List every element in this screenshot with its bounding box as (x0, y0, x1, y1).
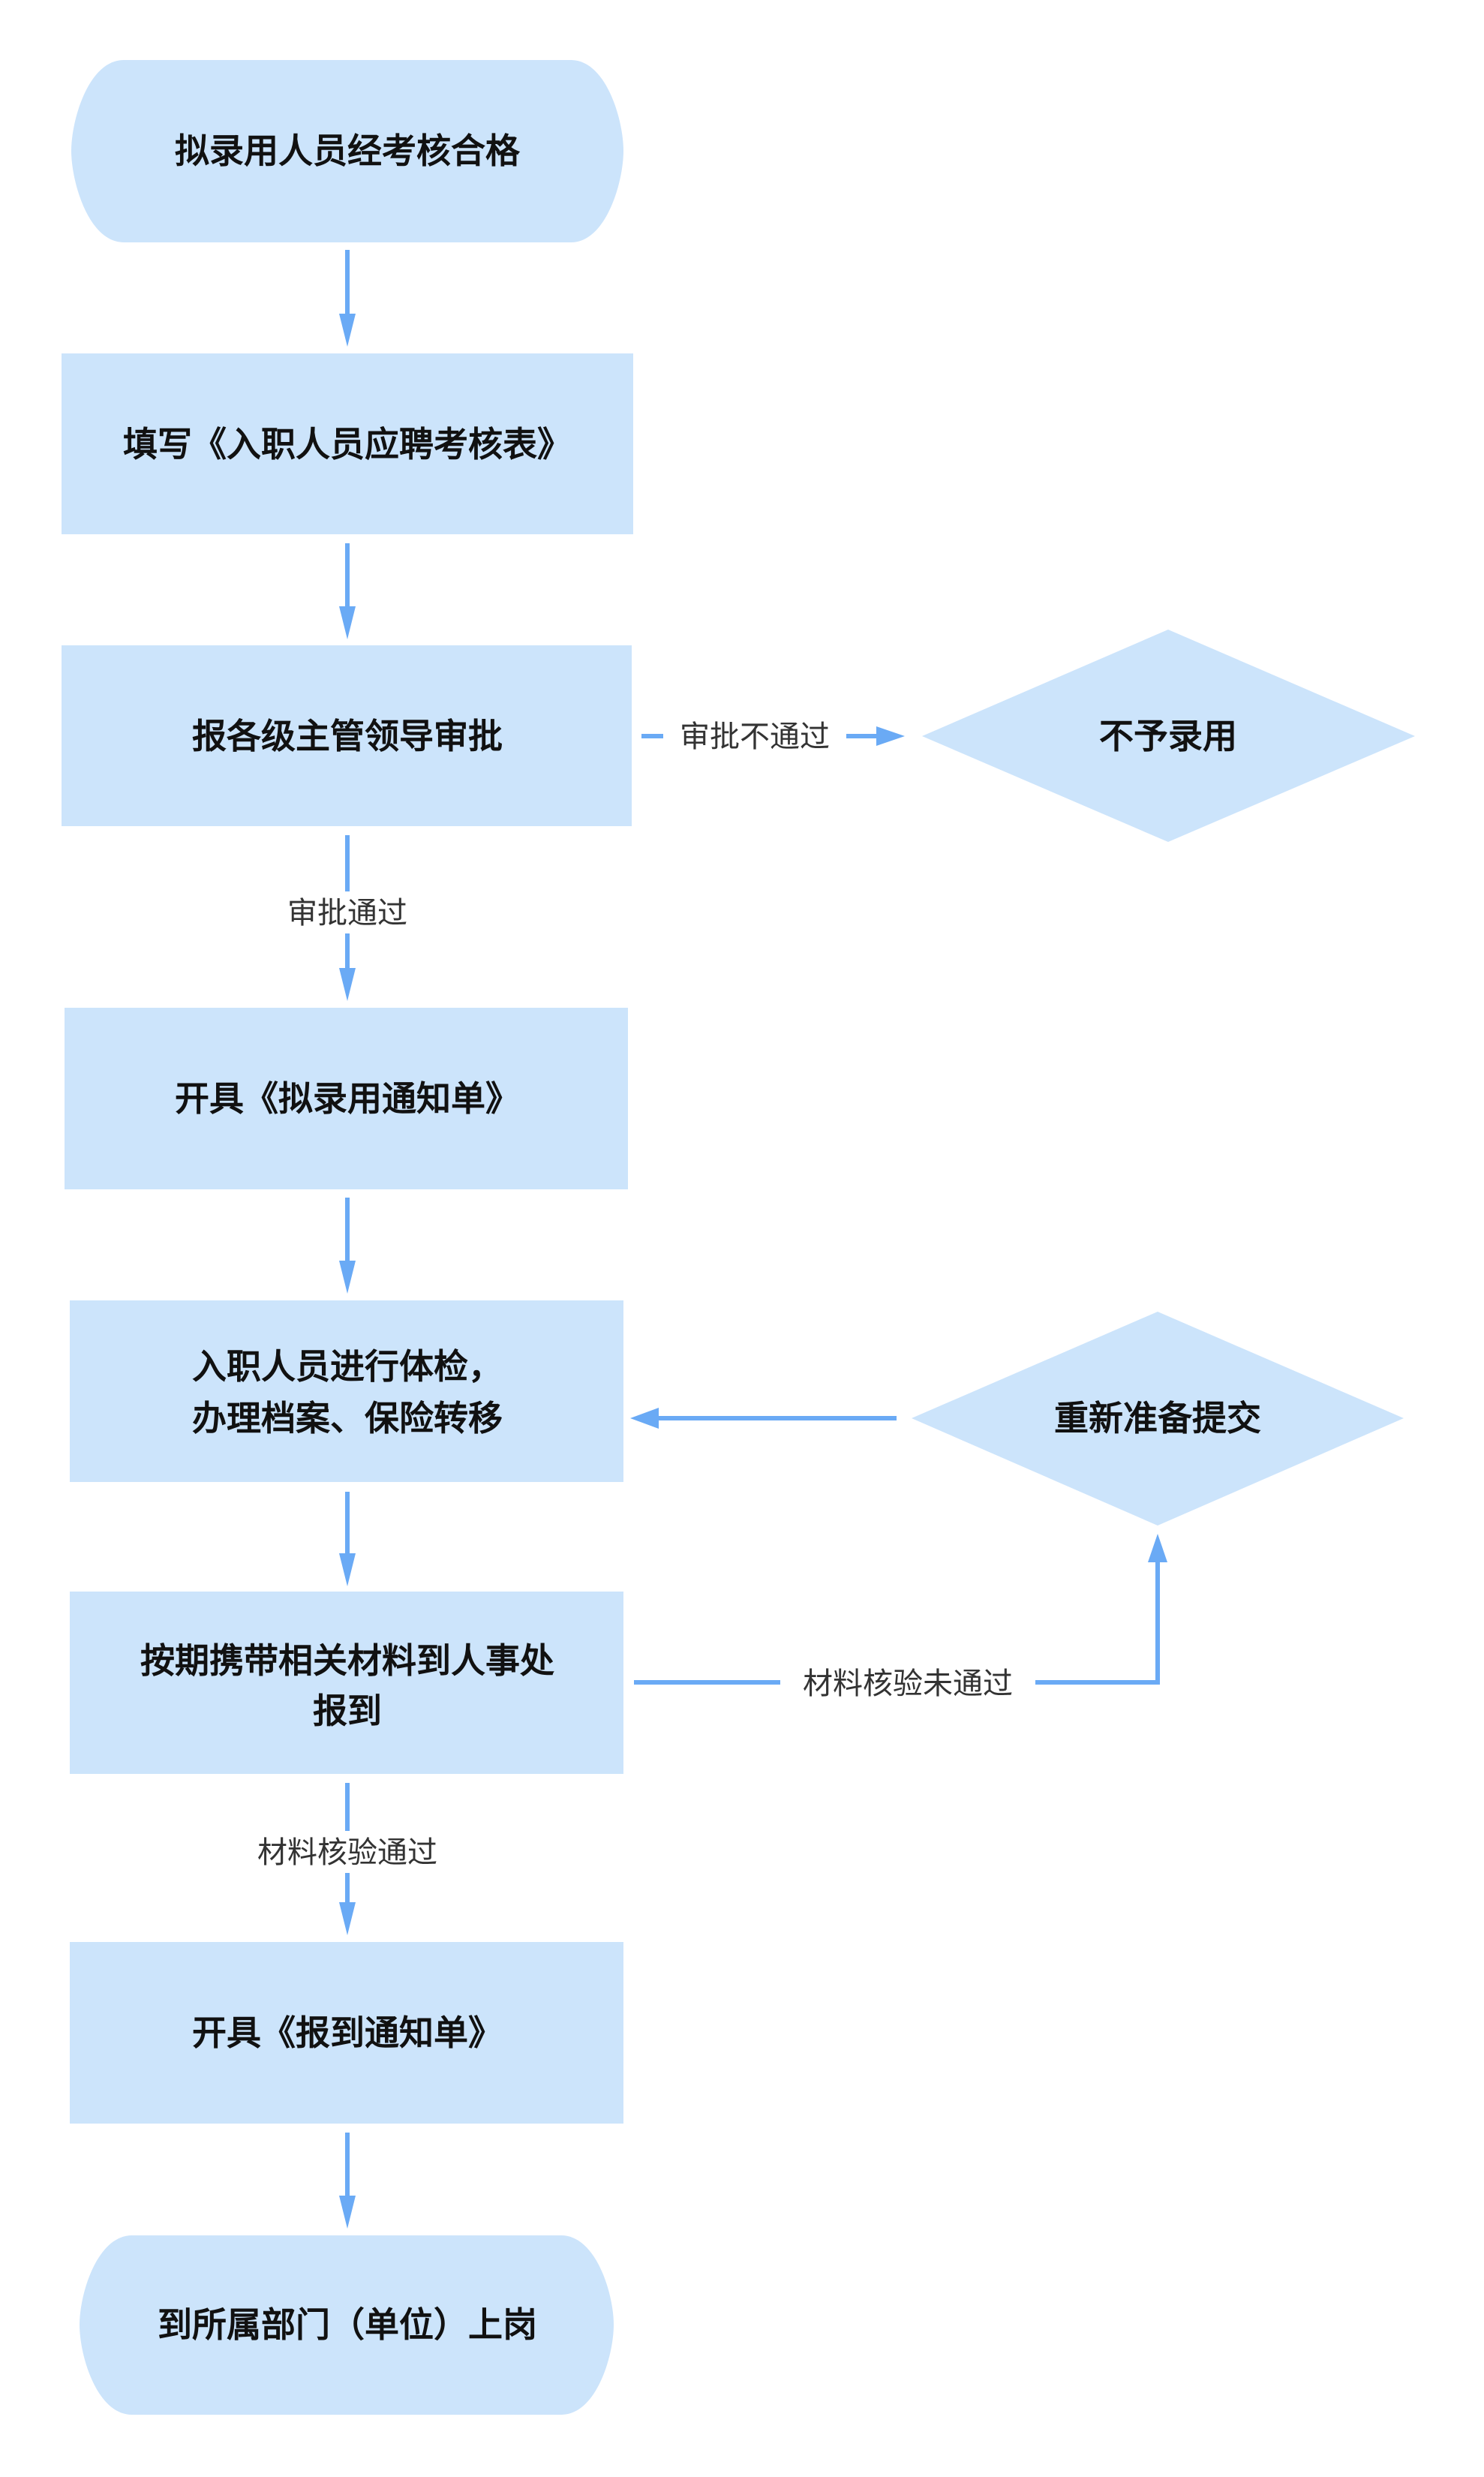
node-fill-form-label: 填写《入职人员应聘考核表》 (123, 424, 572, 464)
edge-n7-n8 (339, 2133, 356, 2229)
edge-n6-n7: 材料核验通过 (233, 1783, 462, 1935)
edge-n1-n2 (339, 250, 356, 347)
node-fill-form[interactable]: 填写《入职人员应聘考核表》 (62, 353, 633, 534)
node-not-hired-decision[interactable]: 不予录用 (922, 630, 1415, 842)
edge-label-material-fail: 材料核验未通过 (803, 1667, 1013, 1701)
edge-n2-n3 (339, 543, 356, 639)
edge-n3-n4: 审批通过 (266, 835, 428, 1001)
node-issue-offer-notice[interactable]: 开具《拟录用通知单》 (65, 1008, 628, 1189)
edge-label-approve: 审批通过 (287, 896, 407, 930)
node-medical-exam-label-line2: 办理档案、保险转移 (192, 1398, 503, 1438)
edges: 审批不通过 审批通过 材料核验未通过 (233, 250, 1167, 2229)
node-report-hr[interactable]: 按期携带相关材料到人事处 报到 (70, 1592, 623, 1774)
edge-n5-n6 (339, 1492, 356, 1586)
nodes: 拟录用人员经考核合格 填写《入职人员应聘考核表》 报各级主管领导审批 不予录用 … (62, 60, 1415, 2415)
node-resubmit-label: 重新准备提交 (1054, 1398, 1261, 1438)
node-report-hr-label-line1: 按期携带相关材料到人事处 (140, 1640, 554, 1681)
node-issue-report-notice[interactable]: 开具《报到通知单》 (70, 1942, 623, 2124)
node-end-terminal[interactable]: 到所属部门（单位）上岗 (80, 2235, 614, 2415)
node-issue-offer-notice-label: 开具《拟录用通知单》 (175, 1078, 520, 1119)
node-not-hired-label: 不予录用 (1099, 716, 1237, 756)
edge-label-reject: 审批不通过 (680, 720, 830, 754)
node-start-label: 拟录用人员经考核合格 (175, 131, 521, 171)
node-approval[interactable]: 报各级主管领导审批 (62, 645, 632, 826)
edge-n6-d2: 材料核验未通过 (634, 1534, 1167, 1703)
edge-d2-n5 (630, 1408, 897, 1429)
edge-n3-d1: 审批不通过 (641, 714, 905, 756)
node-resubmit-decision[interactable]: 重新准备提交 (912, 1312, 1404, 1526)
node-approval-label: 报各级主管领导审批 (192, 716, 503, 756)
node-report-hr-label-line2: 报到 (313, 1691, 382, 1731)
node-start-terminal[interactable]: 拟录用人员经考核合格 (71, 60, 623, 242)
node-medical-exam[interactable]: 入职人员进行体检， 办理档案、保险转移 (70, 1300, 623, 1482)
node-end-label: 到所属部门（单位）上岗 (158, 2304, 537, 2345)
edge-label-material-pass: 材料核验通过 (257, 1835, 437, 1870)
edge-n4-n5 (339, 1198, 356, 1294)
node-issue-report-notice-label: 开具《报到通知单》 (192, 2013, 503, 2053)
node-medical-exam-label-line1: 入职人员进行体检， (192, 1346, 503, 1387)
